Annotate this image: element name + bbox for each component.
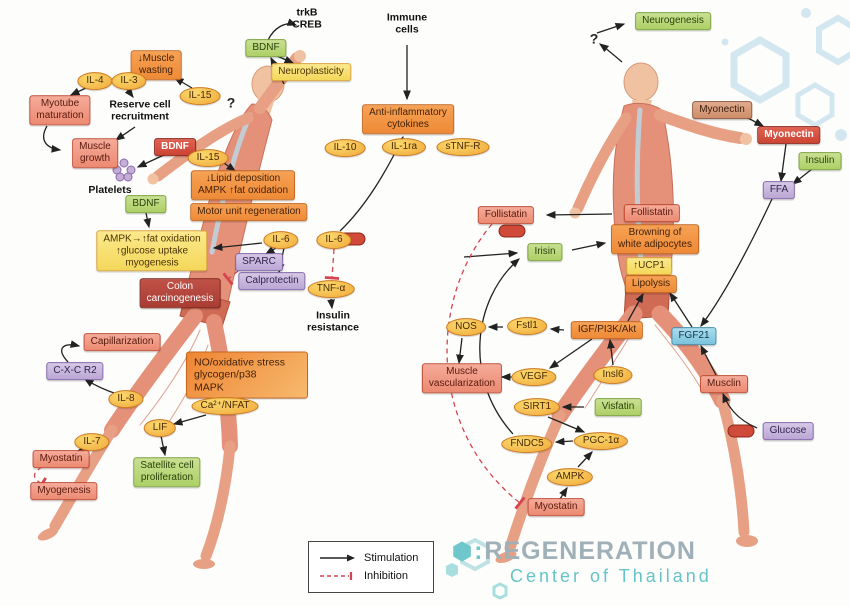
legend-stimulation-label: Stimulation [364, 552, 419, 564]
platelets-label: Platelets [88, 183, 132, 196]
node-myogenesis: Myogenesis [30, 482, 98, 500]
question-mark-left: ? [226, 94, 236, 111]
platelets-icon [112, 158, 136, 182]
watermark-brand: REGENERATION [484, 537, 696, 565]
watermark-hexagons [446, 537, 508, 600]
node-irisin: Irisin [527, 243, 563, 261]
node-ampk-ellipse: AMPK [546, 468, 594, 486]
node-ca-nfat: Ca²⁺/NFAT [191, 397, 259, 415]
node-myotube-maturation: Myotube maturation [29, 95, 91, 125]
node-musclin: Musclin [700, 375, 748, 393]
node-il-4: IL-4 [77, 72, 113, 90]
node-pgc-1a: PGC-1α [573, 432, 629, 450]
node-muscle-growth: Muscle growth [72, 138, 118, 168]
watermark-colon: : [474, 537, 484, 565]
node-motor-unit-regeneration: Motor unit regeneration [190, 203, 308, 221]
legend-inhibition-row: Inhibition [319, 570, 433, 582]
node-il-6-left: IL-6 [263, 231, 299, 249]
node-myostatin-right: Myostatin [527, 498, 585, 516]
node-il-7: IL-7 [74, 433, 110, 451]
node-bdnf-muscle: BDNF [154, 138, 196, 156]
node-il-3: IL-3 [111, 72, 147, 90]
insulin-resistance-label: Insulin resistance [307, 309, 359, 334]
node-lif: LIF [143, 419, 177, 437]
node-fgf21: FGF21 [671, 327, 717, 345]
node-glucose: Glucose [762, 422, 814, 440]
node-sirt1: SIRT1 [513, 398, 561, 416]
node-bdnf-green: BDNF [125, 195, 167, 213]
node-follistatin-left: Follistatin [477, 206, 535, 224]
stimulation-arrows [43, 18, 813, 500]
reserve-cell-recruitment-label: Reserve cell recruitment [109, 98, 171, 123]
node-il-1ra: IL-1ra [381, 138, 427, 156]
node-satellite-cell-proliferation: Satellite cell proliferation [133, 457, 201, 487]
node-cxc-r2: C-X-C R2 [46, 362, 104, 380]
node-il-10: IL-10 [324, 139, 366, 157]
node-il-8: IL-8 [108, 390, 144, 408]
node-anti-inflammatory-cytokines: Anti-inflammatory cytokines [362, 104, 454, 134]
node-stnf-r: sTNF-R [436, 138, 490, 156]
node-follistatin-right: Follistatin [623, 204, 681, 222]
node-colon-carcinogenesis: Colon carcinogenesis [139, 278, 221, 308]
node-igf-pi3k-akt: IGF/PI3K/Akt [570, 321, 644, 339]
node-muscle-vascularization: Muscle vascularization [421, 363, 503, 393]
watermark: ⬢:REGENERATION Center of Thailand [452, 537, 712, 587]
node-neurogenesis: Neurogenesis [635, 12, 711, 30]
node-visfatin: Visfatin [594, 398, 642, 416]
node-nos: NOS [446, 318, 486, 336]
node-insl6: Insl6 [593, 366, 633, 384]
node-myonectin-lower: Myonectin [757, 126, 821, 144]
question-mark-right: ? [589, 30, 599, 47]
node-vegf: VEGF [511, 368, 557, 386]
watermark-line2: Center of Thailand [510, 566, 712, 586]
node-il-6-right: IL-6 [316, 231, 352, 249]
node-ffa: FFA [762, 181, 796, 199]
right-runner-figure [495, 62, 758, 564]
node-browning-white-adipocytes: Browning of white adipocytes [611, 224, 699, 254]
hexagon-logo-icon: ⬢ [452, 538, 474, 564]
immune-cells-label: Immune cells [386, 11, 428, 36]
node-fstl1: Fstl1 [507, 317, 547, 335]
stimulation-arrow-icon [320, 554, 355, 562]
node-il-15-lower: IL-15 [187, 149, 229, 167]
node-neuroplasticity: Neuroplasticity [271, 63, 351, 81]
node-myostatin-left: Myostatin [32, 450, 90, 468]
legend: Stimulation Inhibition [308, 541, 434, 593]
hexagon-decoration [721, 8, 850, 144]
node-calprotectin: Calprotectin [238, 272, 306, 290]
node-lipolysis: Lipolysis [624, 275, 678, 293]
node-bdnf-top: BDNF [245, 39, 287, 57]
node-sparc: SPARC [235, 253, 283, 271]
node-myonectin-upper: Myonectin [692, 101, 752, 119]
trkb-creb-label: trkB CREB [292, 6, 322, 31]
inhibition-arrow-icon [320, 572, 353, 580]
watermark-line1: ⬢:REGENERATION [452, 537, 712, 566]
legend-stimulation-row: Stimulation [319, 552, 433, 564]
node-tnf-alpha: TNF-α [307, 280, 355, 298]
node-insulin: Insulin [798, 152, 842, 170]
node-ucp1: ↑UCP1 [626, 257, 672, 275]
legend-inhibition-label: Inhibition [364, 570, 409, 582]
node-fndc5: FNDC5 [501, 435, 553, 453]
node-il-15-upper: IL-15 [179, 87, 221, 105]
node-no-oxidative-stress: NO/oxidative stress glycogen/p38 MAPK [186, 351, 308, 399]
node-capillarization: Capillarization [83, 333, 161, 351]
node-ampk-fat-oxidation: AMPK→↑fat oxidation ↑glucose uptake myog… [96, 230, 208, 272]
node-lipid-deposition: ↓Lipid deposition AMPK ↑fat oxidation [190, 170, 296, 200]
